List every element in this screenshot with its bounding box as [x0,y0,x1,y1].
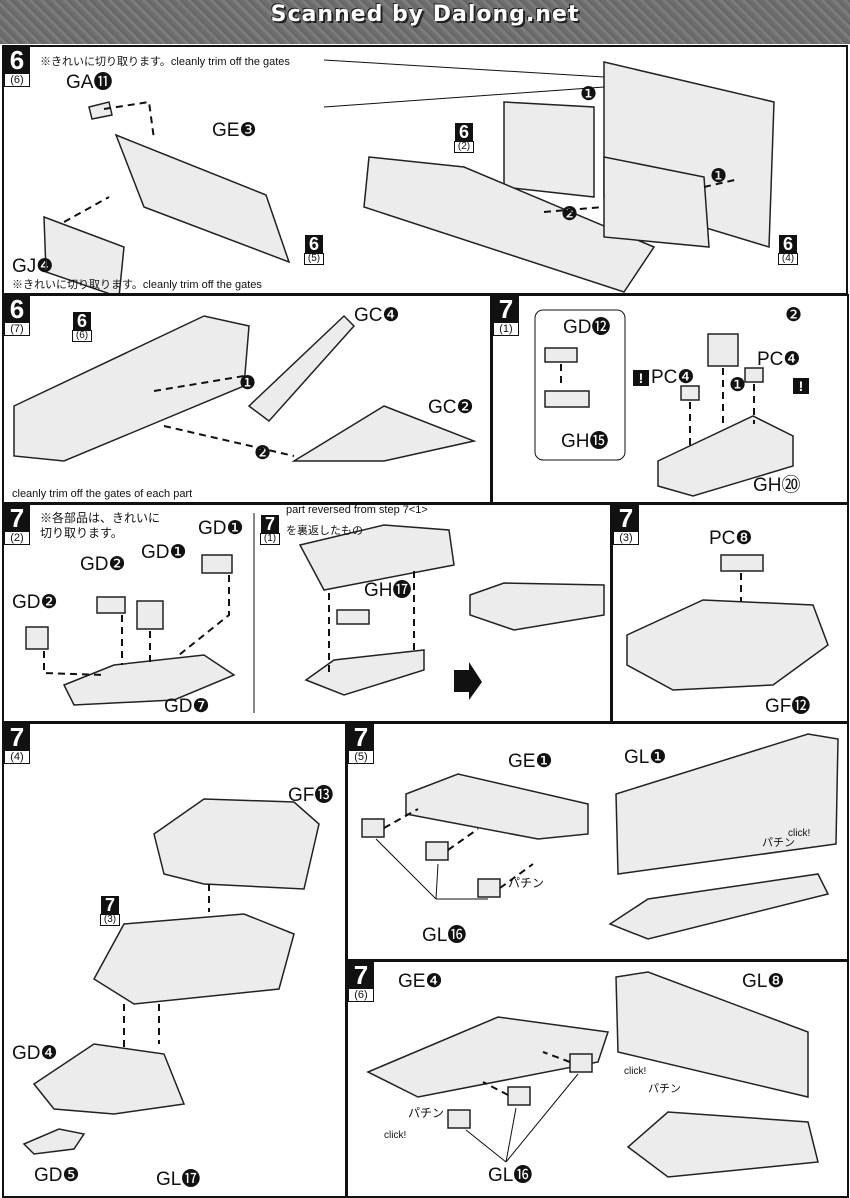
part-label: GD❺ [34,1165,80,1186]
caution-icon: ! [793,378,809,394]
order-marker: ❷ [254,443,272,464]
part-label: GE❶ [508,751,553,772]
part-label: GD❷ [12,592,58,613]
part-label: GL⓰ [488,1165,533,1186]
step-number: 7 [4,505,30,531]
part-label: GE❹ [398,971,443,992]
part-label: GH⑳ [753,475,801,496]
part-label: PC❹ [651,367,695,388]
step-6-6-illustration [43,59,775,293]
order-marker: ❶ [729,375,747,396]
step-7-6-panel: 7 (6) GE❹ GL⓰ GL❽ click! パチン click! パチン [346,960,849,1198]
part-label: GF⓬ [765,696,811,717]
step-number: 6 [4,47,30,73]
step-7-4-panel: 7 (4) GF⓭ GD❹ GD❺ GL⓱ 7(3) [2,722,347,1198]
step-7-4-illustration [22,798,320,1155]
part-label: GC❹ [354,305,400,326]
trim-note: ※きれいに切り取ります。cleanly trim off the gates [12,279,262,291]
part-label: PC❹ [757,349,801,370]
step-7-3-panel: 7 (3) PC❽ GF⓬ [611,503,849,723]
part-label: GC❷ [428,397,474,418]
step-reference: 6(5) [304,235,324,265]
step-reference: 6(6) [72,312,92,342]
step-7-3-illustration [626,554,829,691]
step-number: 7 [493,296,519,322]
watermark-banner: Scanned by Dalong.net [0,0,850,44]
part-label: GD❷ [80,554,126,575]
step-6-7-panel: 6 (7) 6(6) GC❹ GC❷ ❶ ❷ cleanly trim off … [2,294,492,504]
substep-number: (2) [4,531,30,545]
trim-note: ※きれいに切り取ります。cleanly trim off the gates [40,56,290,68]
part-label: GJ❹ [12,256,54,277]
part-label: GH⓱ [364,580,412,601]
part-label: GE❸ [212,120,257,141]
click-text: click! [624,1066,647,1077]
order-marker: ❶ [239,373,257,394]
step-reference: 7(1) [260,515,280,545]
part-label: GD❶ [141,542,187,563]
caution-icon: ! [633,370,649,386]
substep-number: (7) [4,322,30,336]
pachin-sfx: パチン [508,876,545,890]
step-number: 6 [4,296,30,322]
substep-number: (4) [4,750,30,764]
step-number: 7 [4,724,30,750]
substep-number: (6) [4,73,30,87]
part-label: GD❼ [164,696,210,717]
step-number: 7 [613,505,639,531]
step-reference: 6(2) [454,123,474,153]
pachin-sfx: パチン [762,837,795,849]
part-label: GL⓱ [156,1169,201,1190]
reversed-note: part reversed from step 7<1> [286,504,428,516]
part-label: GD❹ [12,1043,58,1064]
part-label: GH⓯ [561,431,609,452]
trim-note: cleanly trim off the gates of each part [12,488,193,500]
part-label: GD⓬ [563,317,611,338]
watermark-text: Scanned by Dalong.net [270,2,580,27]
trim-note: ※各部品は、きれいに 切り取ります。 [40,511,161,540]
part-label: GD❶ [198,518,244,539]
part-label: PC❽ [709,528,753,549]
step-6-7-illustration [13,314,477,462]
step-number: 7 [348,724,374,750]
part-label: GA⓫ [66,72,113,93]
order-marker: ❷ [561,204,579,225]
substep-number: (6) [348,988,374,1002]
step-number: 7 [348,962,374,988]
substep-number: (1) [493,322,519,336]
part-label: GL❶ [624,747,667,768]
pachin-sfx: パチン [408,1106,445,1120]
step-7-1-panel: 7 (1) GD⓬ GH⓯ PC❹ PC❹ GH⑳ ❷ ❶ ! ! [491,294,849,504]
click-text: click! [384,1130,407,1141]
step-7-6-illustration [366,971,819,1178]
step-7-1-illustration [534,309,794,497]
step-7-2-illustration [25,513,605,713]
order-marker: ❷ [785,305,803,326]
step-reference: 6(4) [778,235,798,265]
part-label: GF⓭ [288,785,334,806]
step-6-6-panel: 6 (6) ※きれいに切り取ります。cleanly trim off the g… [2,45,848,295]
step-7-2-panel: 7 (2) ※各部品は、きれいに 切り取ります。 GD❶ GD❷ GD❶ GD❷… [2,503,612,723]
step-7-5-illustration [361,733,839,940]
click-text: click! [788,828,811,839]
order-marker: ❶ [580,84,598,105]
step-reference: 7(3) [100,896,120,926]
substep-number: (3) [613,531,639,545]
pachin-sfx: パチン [648,1083,681,1095]
part-label: GL❽ [742,971,785,992]
order-marker: ❶ [710,166,728,187]
reversed-note-jp: を裏返したもの [286,525,363,537]
step-7-5-panel: 7 (5) GE❶ GL⓰ GL❶ パチン click! パチン [346,722,849,961]
substep-number: (5) [348,750,374,764]
part-label: GL⓰ [422,925,467,946]
